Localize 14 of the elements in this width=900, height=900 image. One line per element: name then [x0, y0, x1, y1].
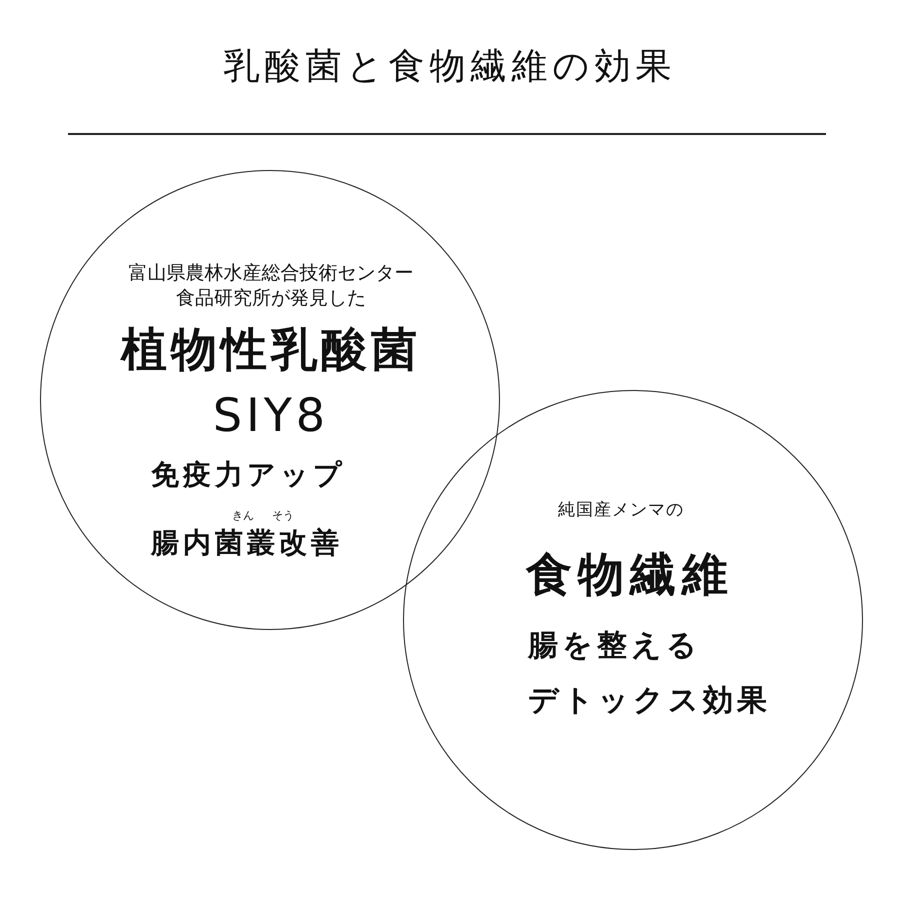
ruby-reading: きん	[232, 510, 254, 523]
circle	[40, 170, 500, 630]
benefit-text: 腸内菌叢改善	[151, 527, 343, 560]
heading: 食物繊維	[526, 548, 734, 601]
circle	[403, 390, 863, 850]
title: 乳酸菌と食物繊維の効果	[222, 45, 678, 89]
strain-name: SIY8	[212, 389, 330, 442]
source-note: 富山県農林水産総合技術センター食品研究所が発見した	[128, 261, 414, 310]
benefit-text: 免疫力アップ	[151, 459, 346, 492]
source-note: 純国産メンマの	[558, 501, 684, 521]
heading: 植物性乳酸菌	[121, 323, 421, 376]
ruby-reading: そう	[272, 510, 294, 523]
benefit-text: デトックス効果	[528, 684, 771, 718]
benefit-text: 腸を整える	[528, 629, 701, 664]
